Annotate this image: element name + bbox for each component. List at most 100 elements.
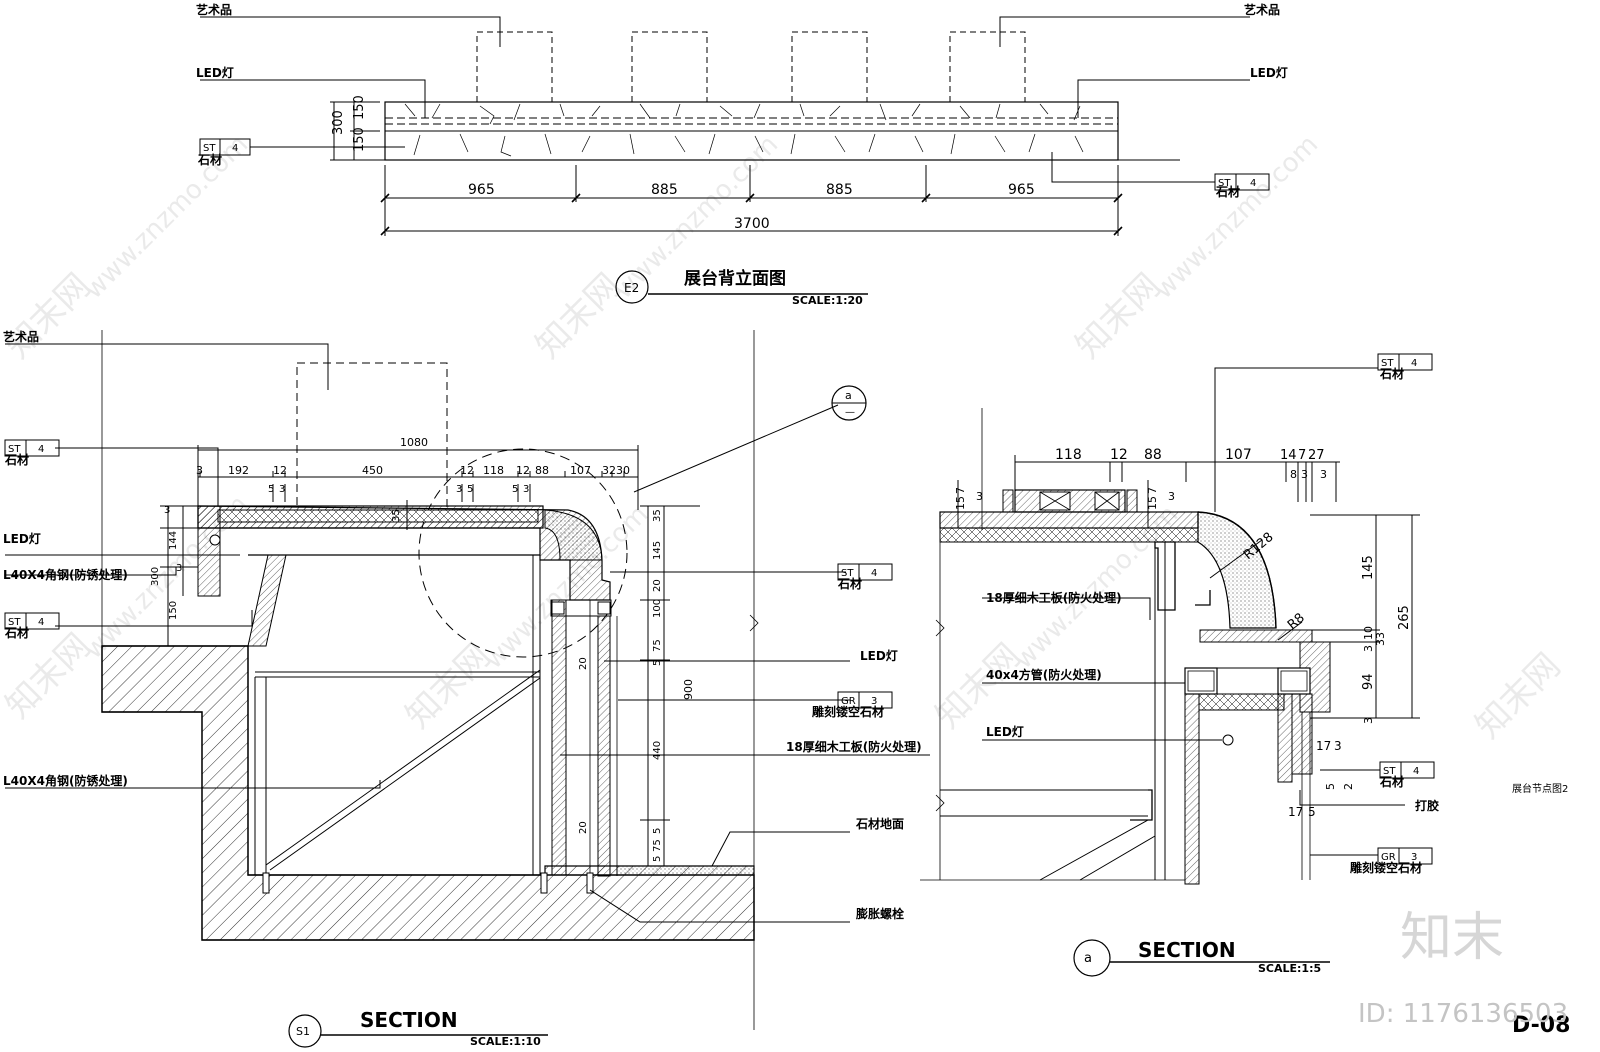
section-s1-text: 艺术品 LED灯 L40X4角钢(防锈处理) L40X4角钢(防锈处理) 108…	[3, 329, 922, 1048]
dim-text: 150	[352, 95, 367, 120]
sheet-number: D-08	[1512, 1013, 1570, 1038]
dim-text: 265	[1397, 605, 1412, 630]
dim-text: 33	[1374, 632, 1387, 646]
section-s1	[5, 330, 930, 1048]
svg-text:石材: 石材	[837, 576, 862, 591]
watermark-text: 知末网	[1468, 646, 1568, 746]
label-tube: 40x4方管(防火处理)	[986, 667, 1102, 682]
dim-text: 300	[150, 567, 161, 586]
svg-text:ST: ST	[1218, 178, 1231, 189]
svg-text:GR: GR	[1381, 852, 1396, 863]
label-glue: 打胶	[1415, 798, 1439, 813]
svg-text:ST: ST	[1381, 358, 1394, 369]
view-title: 展台背立面图	[684, 268, 786, 289]
svg-text:ST: ST	[1383, 766, 1396, 777]
image-id: ID: 1176136503	[1358, 999, 1568, 1029]
brand-logo: 知末	[1400, 908, 1504, 968]
dim-text: 3700	[734, 216, 770, 232]
svg-text:4: 4	[38, 444, 44, 455]
artwork-outline	[949, 31, 1026, 103]
dim-text: 440	[652, 741, 663, 760]
dim-text: 27	[1308, 448, 1325, 463]
svg-text:石材: 石材	[4, 452, 29, 467]
view-title: SECTION	[360, 1008, 458, 1032]
stone-top	[939, 511, 1199, 529]
dim-text: 35	[652, 509, 663, 522]
material-tag: ST 4 石材	[1214, 173, 1270, 199]
svg-text:4: 4	[871, 568, 877, 579]
dim-text: 900	[682, 679, 695, 700]
dim-text: 94	[1361, 673, 1376, 690]
dim-text: 5	[1324, 783, 1337, 790]
material-tag: ST 4 石材	[197, 138, 251, 167]
material-tag: GR 3 雕刻镂空石材	[812, 691, 893, 719]
dim-text: 12	[273, 464, 287, 477]
svg-text:ST: ST	[8, 617, 21, 628]
elevation-text: 艺术品 艺术品 LED灯 LED灯 300 150 150 965 885 88…	[196, 2, 1288, 307]
dim-text: 5	[1308, 805, 1316, 819]
title-bubble	[288, 1014, 322, 1048]
svg-text:4: 4	[38, 617, 44, 628]
svg-text:石材: 石材	[1379, 774, 1404, 789]
dim-text: 8	[1290, 468, 1297, 481]
dim-text: 88	[535, 464, 549, 477]
label-bolt: 膨胀螺栓	[855, 906, 904, 921]
svg-text:ST: ST	[841, 568, 854, 579]
section-a	[920, 367, 1420, 977]
dim-text: 100	[652, 599, 663, 618]
watermark-text: www.znzmo.com	[79, 130, 254, 305]
material-tag: ST 4 石材	[4, 612, 60, 640]
svg-text:ST: ST	[8, 444, 21, 455]
svg-text:ST: ST	[203, 143, 216, 154]
label-led: LED灯	[860, 648, 898, 663]
artwork-outline	[631, 31, 708, 103]
dim-text: 885	[826, 182, 853, 198]
dim-text: 3	[1168, 490, 1175, 503]
dim-text: 118	[483, 464, 504, 477]
dim-text: 12	[1110, 447, 1128, 463]
detail-callout-circle	[418, 448, 628, 658]
dim-text: 150	[168, 601, 179, 620]
title-bubble	[615, 270, 649, 304]
material-tag: GR 3 雕刻镂空石材	[1350, 847, 1433, 875]
dim-text: 5	[467, 484, 473, 495]
dim-text: 7	[954, 487, 967, 494]
label-board: 18厚细木工板(防火处理)	[786, 739, 922, 754]
dim-text: 965	[468, 182, 495, 198]
dim-text: 107	[1225, 447, 1252, 463]
dim-text: 118	[1055, 447, 1082, 463]
dim-text: 145	[652, 541, 663, 560]
svg-text:3: 3	[1411, 852, 1417, 863]
svg-text:石材: 石材	[1215, 184, 1240, 199]
material-tag: ST 4 石材	[837, 563, 893, 591]
artwork-outline	[791, 31, 868, 103]
dim-text: 885	[651, 182, 678, 198]
callout-sub: —	[845, 407, 855, 418]
label-steel: L40X4角钢(防锈处理)	[3, 773, 128, 788]
svg-text:石材: 石材	[197, 152, 222, 167]
dim-text: 17	[1316, 739, 1331, 753]
svg-text:4: 4	[232, 143, 238, 154]
label-board: 18厚细木工板(防火处理)	[986, 590, 1122, 605]
view-scale: SCALE:1:20	[792, 294, 863, 307]
dim-text: 20	[578, 657, 589, 670]
dim-text: 3	[456, 484, 462, 495]
dim-text: 14	[1280, 448, 1297, 463]
svg-text:4: 4	[1413, 766, 1419, 777]
svg-text:雕刻镂空石材: 雕刻镂空石材	[1350, 860, 1422, 875]
dim-text: 150	[352, 127, 367, 152]
dim-text: 12	[516, 464, 530, 477]
dim-text: 5	[512, 484, 518, 495]
dim-text: 3	[1334, 739, 1342, 753]
dim-text: 965	[1008, 182, 1035, 198]
view-scale: SCALE:1:10	[470, 1035, 541, 1048]
callout-letter: a	[845, 389, 852, 402]
label-artwork: 艺术品	[196, 2, 232, 17]
dim-text: 192	[228, 464, 249, 477]
dim-text: 20	[652, 579, 663, 592]
title-number: E2	[624, 281, 639, 295]
label-led: LED灯	[3, 531, 41, 546]
label-led: LED灯	[196, 65, 234, 80]
dim-text: 3	[1362, 717, 1375, 724]
